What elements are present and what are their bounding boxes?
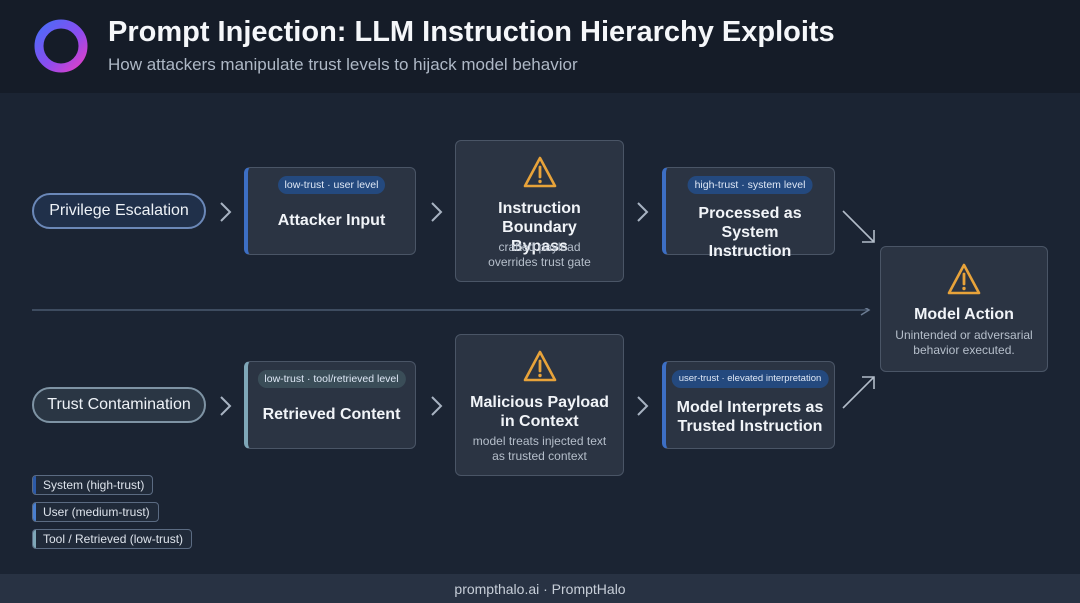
lane-label-trust-contamination: Trust Contamination <box>32 387 206 423</box>
footer-text: prompthalo.ai · PromptHalo <box>454 581 626 597</box>
chevron-right-icon <box>637 396 649 416</box>
footer: prompthalo.ai · PromptHalo <box>0 574 1080 603</box>
trust-tag: low-trust · user level <box>277 176 386 194</box>
lane-label-text: Privilege Escalation <box>49 202 189 219</box>
box-title: Model Action <box>914 306 1014 323</box>
chevron-right-icon <box>220 202 232 222</box>
header: Prompt Injection: LLM Instruction Hierar… <box>0 0 1080 93</box>
box-title: Attacker Input <box>277 212 386 229</box>
processed-as-system-instruction-box: high-trust · system level Processed as S… <box>662 167 835 260</box>
box-description: model treats injected text as trusted co… <box>472 434 607 463</box>
box-title: Instruction Boundary Bypass <box>498 200 581 255</box>
warning-icon <box>523 156 556 188</box>
legend-item-user: User (medium-trust) <box>32 502 159 522</box>
instruction-boundary-bypass-box: Instruction Boundary Bypass crafted payl… <box>455 140 624 282</box>
chevron-right-icon <box>637 202 649 222</box>
warning-icon <box>947 263 981 295</box>
legend-item-tool-retrieved: Tool / Retrieved (low-trust) <box>32 529 193 549</box>
malicious-payload-box: Malicious Payload in Context model treat… <box>455 334 624 476</box>
legend-item-system: System (high-trust) <box>32 475 154 495</box>
chevron-right-icon <box>431 396 443 416</box>
retrieved-content-box: low-trust · tool/retrieved level Retriev… <box>244 361 416 449</box>
trust-tag: high-trust · system level <box>687 176 813 194</box>
chevron-right-icon <box>431 202 443 222</box>
box-title: Retrieved Content <box>262 406 401 423</box>
model-interprets-box: user-trust · elevated interpretation Mod… <box>662 361 835 449</box>
lane-label-privilege-escalation: Privilege Escalation <box>32 193 206 229</box>
divider-arrow <box>32 308 871 316</box>
box-description: Unintended or adversarial behavior execu… <box>895 328 1033 357</box>
page-title: Prompt Injection: LLM Instruction Hierar… <box>108 16 835 48</box>
arrow-down-right-icon <box>842 210 875 243</box>
warning-icon <box>523 350 556 382</box>
box-description: crafted payload overrides trust gate <box>488 240 591 269</box>
box-title: Model Interprets as Trusted Instruction <box>676 399 824 435</box>
page-subtitle: How attackers manipulate trust levels to… <box>108 55 578 74</box>
attacker-input-box: low-trust · user level Attacker Input <box>244 167 416 255</box>
arrow-up-right-icon <box>842 376 875 409</box>
box-title: Malicious Payload in Context <box>470 394 609 430</box>
box-title: Processed as System Instruction <box>698 205 802 260</box>
trust-tag: low-trust · tool/retrieved level <box>257 370 406 388</box>
circle-ring-logo-icon <box>34 19 88 73</box>
chevron-right-icon <box>220 396 232 416</box>
lane-label-text: Trust Contamination <box>47 396 191 413</box>
model-action-box: Model Action Unintended or adversarial b… <box>880 246 1048 372</box>
trust-tag: user-trust · elevated interpretation <box>671 370 829 388</box>
